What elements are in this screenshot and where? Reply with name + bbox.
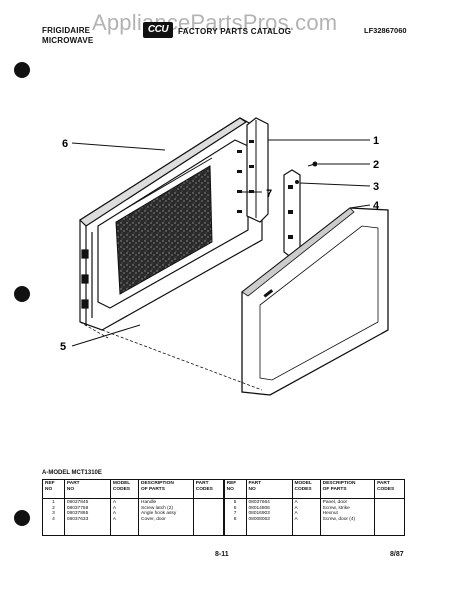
callout-2: 2 — [373, 159, 379, 171]
exploded-parts-diagram: 6 1 2 3 4 5 7 — [60, 117, 389, 396]
model-line: A-MODEL MCT1310E — [42, 470, 102, 476]
callout-7: 7 — [266, 188, 272, 200]
logo — [143, 22, 173, 38]
door-panel — [79, 321, 263, 391]
callout-4: 4 — [373, 200, 380, 212]
callout-6: 6 — [62, 138, 68, 150]
leader-lines — [71, 139, 371, 347]
angle-hook-assembly — [283, 169, 301, 259]
watermark: AppliancePartsPros.com — [92, 10, 338, 35]
logo-text: CCU — [147, 24, 169, 35]
brand-name: FRIGIDAIRE MICROWAVE — [42, 26, 93, 46]
frame-slots — [237, 150, 242, 213]
callout-3: 3 — [373, 181, 379, 193]
binder-hole-middle — [14, 286, 30, 302]
document-number: LF32867060 — [364, 26, 407, 35]
callout-5: 5 — [60, 341, 66, 353]
callout-1: 1 — [373, 135, 379, 147]
catalog-title: FACTORY PARTS CATALOG — [178, 27, 292, 36]
page-date: 8/87 — [390, 551, 404, 558]
brand-line-1: FRIGIDAIRE — [42, 26, 91, 35]
door-cover — [241, 207, 389, 396]
door-window-screen — [115, 157, 213, 295]
part-codes-right — [374, 498, 405, 536]
part-codes-left — [192, 498, 225, 536]
brand-line-2: MICROWAVE — [42, 36, 94, 45]
screw-latch — [307, 161, 318, 167]
handle — [246, 117, 269, 223]
binder-hole-top — [14, 62, 30, 78]
page-number: 8-11 — [215, 551, 229, 558]
binder-hole-bottom — [14, 510, 30, 526]
